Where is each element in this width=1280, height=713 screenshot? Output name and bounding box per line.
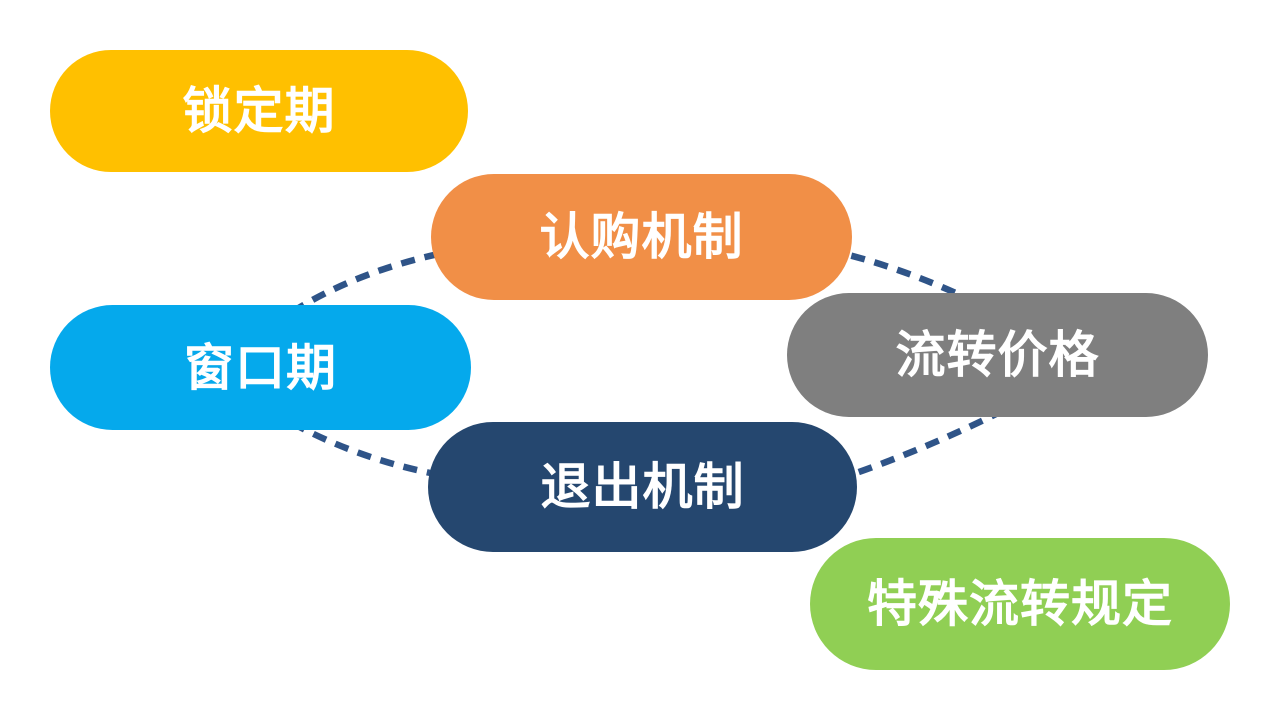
node-window-period-label: 窗口期 (184, 339, 337, 396)
node-lock-period: 锁定期 (50, 50, 468, 172)
node-exit-mechanism-label: 退出机制 (540, 459, 745, 515)
node-transfer-price-label: 流转价格 (895, 327, 1100, 383)
node-transfer-price: 流转价格 (787, 293, 1208, 417)
connector-subscription-to-price (827, 246, 977, 305)
node-window-period: 窗口期 (50, 305, 471, 430)
node-exit-mechanism: 退出机制 (428, 422, 857, 552)
connector-exit-to-price (834, 403, 1014, 484)
node-special-transfer-rules: 特殊流转规定 (810, 538, 1230, 670)
node-lock-period-label: 锁定期 (182, 83, 336, 139)
connector-window-to-subscription (290, 246, 459, 315)
node-special-transfer-rules-label: 特殊流转规定 (867, 576, 1173, 632)
node-subscription-mechanism-label: 认购机制 (539, 209, 744, 265)
node-subscription-mechanism: 认购机制 (431, 174, 852, 300)
